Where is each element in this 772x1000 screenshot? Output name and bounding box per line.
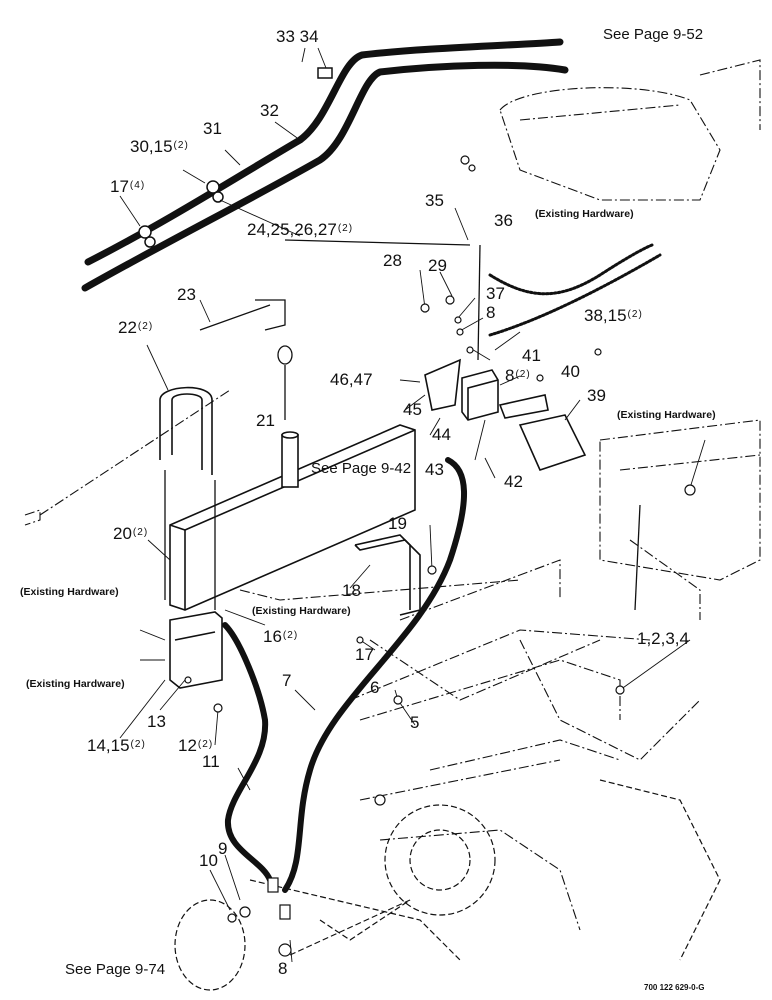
hose-11 (222, 622, 273, 883)
callout-45: 45 (403, 400, 422, 419)
callout-19: 19 (388, 514, 407, 533)
machine-frame (24, 59, 761, 931)
callout-22-number: 22 (118, 318, 137, 337)
hose-32-upper (84, 38, 564, 266)
lower-brackets (169, 611, 223, 689)
callout-24-27: 24,25,26,27(2) (247, 221, 353, 238)
callout-36: 36 (494, 211, 513, 230)
existing-hardware-note-1: (Existing Hardware) (535, 208, 634, 220)
callout-14-15-number: 14,15 (87, 736, 130, 755)
callout-20: 20(2) (113, 525, 148, 542)
callout-5: 5 (410, 713, 420, 732)
callout-43: 43 (425, 460, 444, 479)
callout-16: 16(2) (263, 628, 298, 645)
callout-32: 32 (260, 101, 279, 120)
callout-17-top-qty: (4) (129, 180, 146, 191)
drawing-number: 700 122 629-0-G (644, 983, 705, 992)
callout-44: 44 (432, 425, 451, 444)
callout-24-27-qty: (2) (337, 223, 354, 234)
callout-13: 13 (147, 712, 166, 731)
callout-8-2: 8(2) (505, 367, 531, 384)
callout-30-15-number: 30,15 (130, 137, 173, 156)
see-page-ref-top[interactable]: See Page 9-52 (603, 26, 704, 43)
existing-hardware-note-2: (Existing Hardware) (617, 409, 716, 421)
callout-1-4: 1,2,3,4 (637, 629, 689, 648)
hardware-fittings (184, 155, 696, 957)
callout-8-2-qty: (2) (515, 369, 531, 380)
callout-28: 28 (383, 251, 402, 270)
mounting-strap (159, 386, 213, 475)
callout-leaders (119, 47, 706, 963)
callout-38-15-number: 38,15 (584, 306, 627, 325)
see-page-ref-middle[interactable]: See Page 9-42 (311, 460, 412, 477)
callout-11: 11 (202, 752, 220, 771)
reservoir-tank (169, 424, 416, 611)
callout-31: 31 (203, 119, 222, 138)
callout-8-2-number: 8 (505, 366, 515, 385)
callout-21: 21 (256, 411, 275, 430)
callout-14-15: 14,15(2) (87, 737, 146, 754)
callout-22: 22(2) (118, 319, 153, 336)
drive-assembly (174, 779, 721, 991)
hydraulic-hoses (81, 38, 662, 893)
callout-20-qty: (2) (132, 527, 149, 538)
existing-hardware-note-4: (Existing Hardware) (252, 605, 351, 617)
callout-8-mid: 8 (486, 303, 496, 322)
callout-38-15-qty: (2) (627, 309, 643, 320)
callout-18: 18 (342, 581, 361, 600)
callout-20-number: 20 (113, 524, 132, 543)
callout-12-qty: (2) (197, 739, 214, 750)
callout-30-15-qty: (2) (173, 140, 189, 151)
hose-clamps (138, 67, 333, 248)
callout-16-number: 16 (263, 627, 282, 646)
hose-31-lower (81, 61, 569, 292)
callout-22-qty: (2) (137, 321, 154, 332)
callout-16-qty: (2) (282, 630, 299, 641)
see-page-ref-bottom[interactable]: See Page 9-74 (65, 961, 166, 978)
callout-38-15: 38,15(2) (584, 307, 643, 324)
callout-39: 39 (587, 386, 606, 405)
callout-24-27-number: 24,25,26,27 (247, 220, 337, 239)
callout-40: 40 (561, 362, 580, 381)
callout-33-34: 33 34 (276, 27, 319, 46)
callout-29: 29 (428, 256, 447, 275)
callout-7: 7 (282, 671, 292, 690)
valve-block (424, 358, 587, 471)
callout-17-top: 17(4) (110, 178, 145, 195)
linkage-rods (164, 239, 641, 611)
callout-41: 41 (522, 346, 541, 365)
callout-17-top-number: 17 (110, 177, 129, 196)
callout-23: 23 (177, 285, 196, 304)
callout-17-mid: 17 (355, 645, 374, 664)
cable-right-upper (488, 243, 654, 296)
callout-9: 9 (218, 839, 228, 858)
callout-30-15: 30,15(2) (130, 138, 189, 155)
existing-hardware-note-3: (Existing Hardware) (20, 586, 119, 598)
callout-42: 42 (504, 472, 523, 491)
callout-12-number: 12 (178, 736, 197, 755)
hose-7 (282, 457, 468, 893)
cable-right-lower (488, 253, 662, 337)
callout-10: 10 (199, 851, 218, 870)
callout-12: 12(2) (178, 737, 213, 754)
callout-14-15-qty: (2) (130, 739, 146, 750)
callout-46-47: 46,47 (330, 370, 373, 389)
callout-35: 35 (425, 191, 444, 210)
bracket-18 (354, 534, 421, 616)
callout-8-bottom: 8 (278, 959, 288, 978)
callout-37: 37 (486, 284, 505, 303)
existing-hardware-note-5: (Existing Hardware) (26, 678, 125, 690)
callout-6: 6 (370, 678, 380, 697)
